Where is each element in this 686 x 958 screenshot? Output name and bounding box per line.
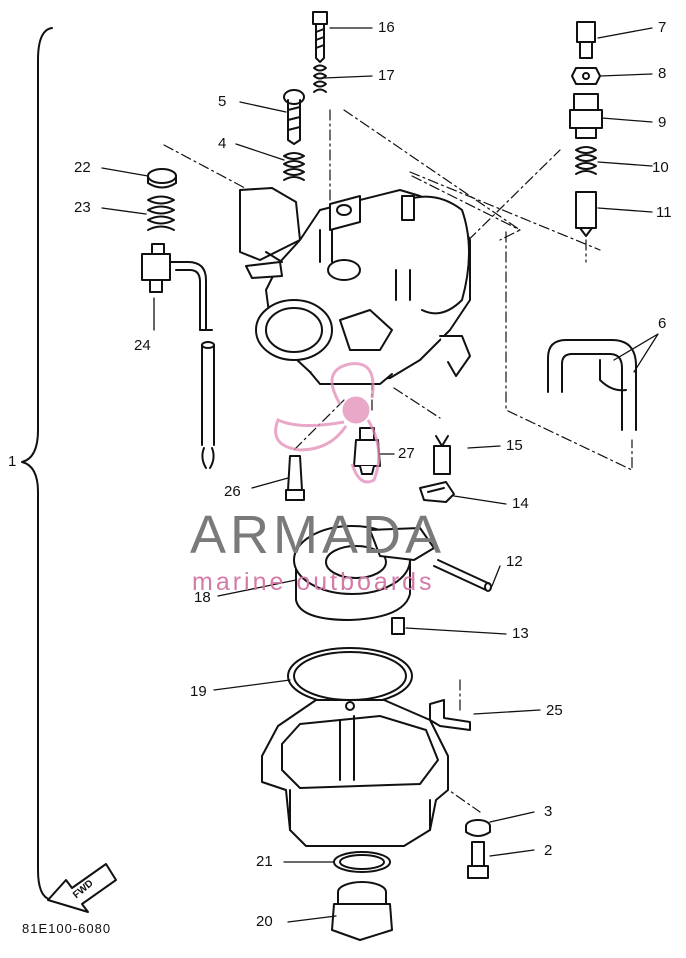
part-3-washer [465, 819, 491, 837]
part-15-needle-valve [433, 435, 451, 475]
label-part-22: 22 [74, 159, 91, 176]
label-part-21: 21 [256, 853, 273, 870]
leader-lines [101, 27, 659, 923]
part-27-jet [353, 427, 381, 475]
label-part-18: 18 [194, 589, 211, 606]
part-9-fitting [569, 93, 603, 139]
label-part-27: 27 [398, 445, 415, 462]
label-part-26: 26 [224, 483, 241, 500]
starter-hose [201, 341, 215, 469]
part-7-screw [576, 21, 596, 59]
label-part-25: 25 [546, 702, 563, 719]
part-4-spring [283, 152, 305, 181]
part-24-starter-plunger [141, 243, 213, 331]
part-26-jet [285, 455, 305, 501]
part-16-screw [312, 11, 328, 63]
label-part-15: 15 [506, 437, 523, 454]
label-part-6: 6 [658, 315, 667, 332]
part-22-cap [147, 168, 177, 189]
part-10-spring [575, 146, 597, 175]
part-19-gasket [287, 647, 413, 705]
label-part-12: 12 [506, 553, 523, 570]
label-part-19: 19 [190, 683, 207, 700]
label-part-11: 11 [656, 204, 672, 221]
label-part-7: 7 [658, 19, 667, 36]
label-part-4: 4 [218, 135, 227, 152]
label-part-8: 8 [658, 65, 667, 82]
label-part-20: 20 [256, 913, 273, 930]
part-21-o-ring [333, 851, 391, 873]
label-part-2: 2 [544, 842, 553, 859]
part-23-spring [147, 195, 175, 231]
label-part-1: 1 [8, 453, 17, 470]
part-20-drain-plug [331, 881, 393, 941]
watermark-subtitle: marine outboards [192, 568, 435, 596]
label-part-17: 17 [378, 67, 395, 84]
label-part-9: 9 [658, 114, 667, 131]
fwd-arrow [47, 863, 117, 913]
part-8-nut [571, 67, 601, 85]
part-5-screw [283, 89, 305, 145]
label-part-10: 10 [652, 159, 669, 176]
assembly-brace [21, 27, 53, 901]
label-part-16: 16 [378, 19, 395, 36]
part-11-plunger [575, 191, 597, 237]
part-18-float [293, 525, 435, 621]
float-bowl [261, 699, 449, 847]
watermark-propeller-logo [274, 362, 381, 484]
part-2-screw [467, 841, 489, 879]
label-part-3: 3 [544, 803, 553, 820]
part-1-carburetor-body [239, 187, 471, 385]
label-part-13: 13 [512, 625, 529, 642]
part-14-clip [419, 481, 455, 503]
label-part-24: 24 [134, 337, 151, 354]
label-part-23: 23 [74, 199, 91, 216]
part-12-pin [433, 559, 492, 592]
part-6-hose [547, 339, 637, 431]
label-part-5: 5 [218, 93, 227, 110]
drawing-code: 81E100-6080 [22, 921, 112, 936]
part-17-spring [313, 64, 327, 93]
watermark-title: ARMADA [190, 505, 446, 565]
part-25-bracket [429, 699, 471, 731]
part-13-plug [391, 617, 405, 635]
label-part-14: 14 [512, 495, 529, 512]
